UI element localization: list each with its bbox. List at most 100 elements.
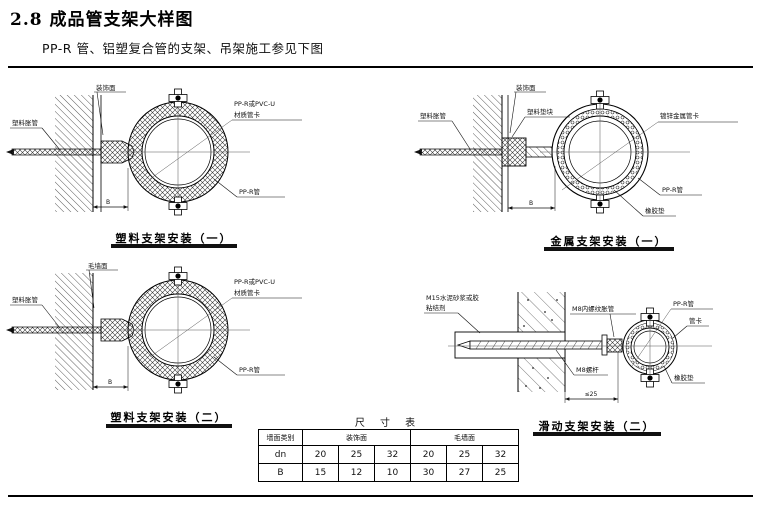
svg-text:塑料垫块: 塑料垫块 [527,107,554,116]
label-pipe: PP-R管 [213,356,285,376]
label-finish-surface: 装饰面 [94,83,126,136]
header-group-rough: 毛墙面 [410,429,519,446]
svg-text:橡胶垫: 橡胶垫 [645,206,665,215]
cell: 12 [338,463,375,482]
caption-metal-support-1: 金属支架安装（一） [550,235,668,248]
svg-text:PP-R或PVC-U: PP-R或PVC-U [234,99,275,108]
label-pipe: PP-R管 [213,178,285,198]
drawing-plastic-support-1: PP-R或PVC-U 材质管卡 PP-R管 装饰面 塑料胀管 [6,83,302,216]
header-category: 墙面类别 [258,429,303,446]
table-row: B 15 12 10 30 27 25 [258,463,519,482]
dimension-B: B [93,168,129,211]
svg-text:塑料胀管: 塑料胀管 [12,118,39,127]
concrete-dots [523,299,558,389]
expansion-anchor [6,326,102,334]
label-grout: M15水泥砂浆或胶 粘结剂 [424,293,481,334]
label-anchor: 塑料胀管 [10,118,61,151]
dimension-B: B [507,166,556,211]
svg-text:≤25: ≤25 [585,391,598,398]
label-clamp: 管卡 [672,316,709,339]
svg-text:PP-R管: PP-R管 [673,299,695,308]
page-title: 2.8 成品管支架大样图 [10,10,194,30]
cell: 32 [482,445,519,464]
dimension-B: B [93,346,129,391]
label-rod: M8螺杆 [555,349,608,376]
label-clamp-material: PP-R或PVC-U 材质管卡 [232,277,302,299]
label-metal-clamp: 镀锌金属管卡 [658,111,738,123]
svg-text:PP-R或PVC-U: PP-R或PVC-U [234,277,275,286]
label-anchor: 塑料胀管 [418,111,471,150]
cell: 20 [302,445,339,464]
cell: 20 [410,445,447,464]
screw-rod [456,340,603,350]
page-subtitle: PP-R 管、铝塑复合管的支架、吊架施工参见下图 [42,41,324,56]
caption-bar [106,424,232,428]
svg-text:M8内螺纹胀管: M8内螺纹胀管 [572,304,615,313]
label-sleeve: M8内螺纹胀管 [570,304,636,338]
svg-text:B: B [108,379,112,386]
label-pipe: PP-R管 [637,177,702,196]
header-group-finished: 装饰面 [302,429,411,446]
cell: 32 [374,445,411,464]
svg-text:材质管卡: 材质管卡 [234,110,261,119]
svg-text:PP-R管: PP-R管 [662,185,684,194]
caption-bar [111,244,237,248]
svg-text:B: B [106,199,110,206]
svg-text:PP-R管: PP-R管 [239,365,261,374]
label-anchor: 塑料胀管 [10,295,61,329]
caption-sliding-support-2: 滑动支架安装（二） [538,420,656,433]
svg-text:PP-R管: PP-R管 [239,187,261,196]
svg-text:塑料胀管: 塑料胀管 [12,295,39,304]
dimension-table: 墙面类别 装饰面 毛墙面 dn 20 25 32 20 25 32 B 15 1… [258,429,519,482]
table-row: dn 20 25 32 20 25 32 [258,445,519,464]
caption-plastic-support-1: 塑料支架安装（一） [115,232,233,245]
svg-text:M8螺杆: M8螺杆 [576,365,599,374]
svg-text:塑料胀管: 塑料胀管 [420,111,447,120]
svg-text:镀锌金属管卡: 镀锌金属管卡 [660,111,700,120]
label-clamp-material: PP-R或PVC-U 材质管卡 [232,99,302,121]
svg-text:装饰面: 装饰面 [96,83,116,92]
cell: 30 [410,463,447,482]
centerlines [120,284,250,376]
washer-flange [601,334,608,356]
svg-text:材质管卡: 材质管卡 [234,288,261,297]
cell: 15 [302,463,339,482]
svg-text:橡胶垫: 橡胶垫 [674,373,694,382]
svg-text:装饰面: 装饰面 [516,83,536,92]
drawing-plastic-support-2: PP-R或PVC-U 材质管卡 PP-R管 毛墙面 塑料胀管 [6,261,302,394]
expansion-sleeve [606,338,623,353]
label-finish-surface: 装饰面 [509,83,546,134]
expansion-anchor [414,148,503,156]
label-pipe: PP-R管 [671,299,713,310]
svg-text:粘结剂: 粘结剂 [426,303,446,312]
table-header-row: 墙面类别 装饰面 毛墙面 [258,429,519,446]
cell: 25 [482,463,519,482]
row-label-dn: dn [258,445,303,464]
top-rule [8,66,753,68]
centerlines [540,104,690,200]
cell: 10 [374,463,411,482]
svg-text:M15水泥砂浆或胶: M15水泥砂浆或胶 [426,293,479,302]
caption-bar [544,247,674,251]
bottom-rule [8,495,753,497]
drawing-sliding-support-2: M15水泥砂浆或胶 粘结剂 M8内螺纹胀管 M8螺杆 PP-R管 管卡 [424,292,713,403]
caption-bar [533,432,661,436]
label-gasket: 橡胶垫 [613,189,676,217]
centerlines [120,106,250,198]
expansion-anchor [6,148,102,156]
svg-text:B: B [529,200,533,207]
plastic-pad-block [501,137,527,167]
caption-plastic-support-2: 塑料支架安装（二） [110,411,228,424]
cell: 27 [446,463,483,482]
label-rough-surface: 毛墙面 [86,261,118,309]
row-label-b: B [258,463,303,482]
drawing-metal-support-1: 装饰面 塑料胀管 塑料垫块 镀锌金属管卡 PP-R管 [414,83,738,217]
svg-text:毛墙面: 毛墙面 [88,261,108,270]
svg-text:管卡: 管卡 [689,316,703,325]
table-title: 尺 寸 表 [354,418,422,429]
dimension-25: ≤25 [564,352,619,403]
label-gasket: 橡胶垫 [663,365,705,384]
label-pad: 塑料垫块 [511,107,570,138]
